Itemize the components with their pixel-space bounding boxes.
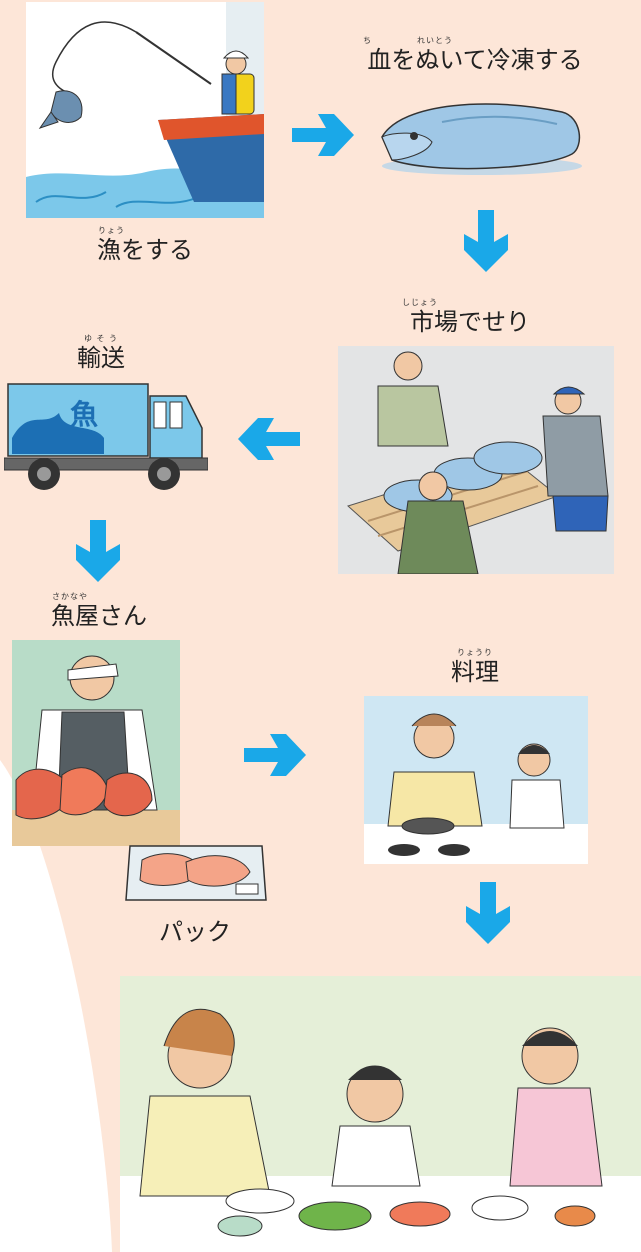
arrow-down-icon (464, 210, 508, 272)
truck-sign: 魚 (70, 398, 98, 431)
frozen-tuna-illustration (372, 92, 586, 178)
fish-pack-illustration (124, 840, 268, 910)
arrow-right-icon (244, 734, 306, 776)
step-freeze-label: ち れいとう 血をぬいて冷凍する (363, 36, 583, 74)
auction-illustration (338, 346, 614, 574)
arrow-right-icon (292, 114, 354, 156)
fishing-illustration (26, 2, 264, 218)
arrow-down-icon (466, 882, 510, 944)
cooking-illustration (364, 696, 588, 864)
step-fishing-label: りょう 漁をする (97, 226, 193, 264)
step-auction-label: しじょう 市場でせり (402, 298, 530, 336)
family-meal-illustration (120, 976, 641, 1252)
arrow-left-icon (238, 418, 300, 460)
arrow-down-icon (76, 520, 120, 582)
fishmonger-illustration (12, 640, 180, 846)
step-cooking-label: りょうり 料理 (451, 648, 499, 686)
step-fishmonger-label: さかなや 魚屋さん (51, 592, 147, 630)
step-pack-label: パック (159, 918, 231, 946)
truck-illustration: 魚 (4, 378, 208, 494)
step-transport-label: ゆ そ う 輸送 (77, 334, 125, 372)
